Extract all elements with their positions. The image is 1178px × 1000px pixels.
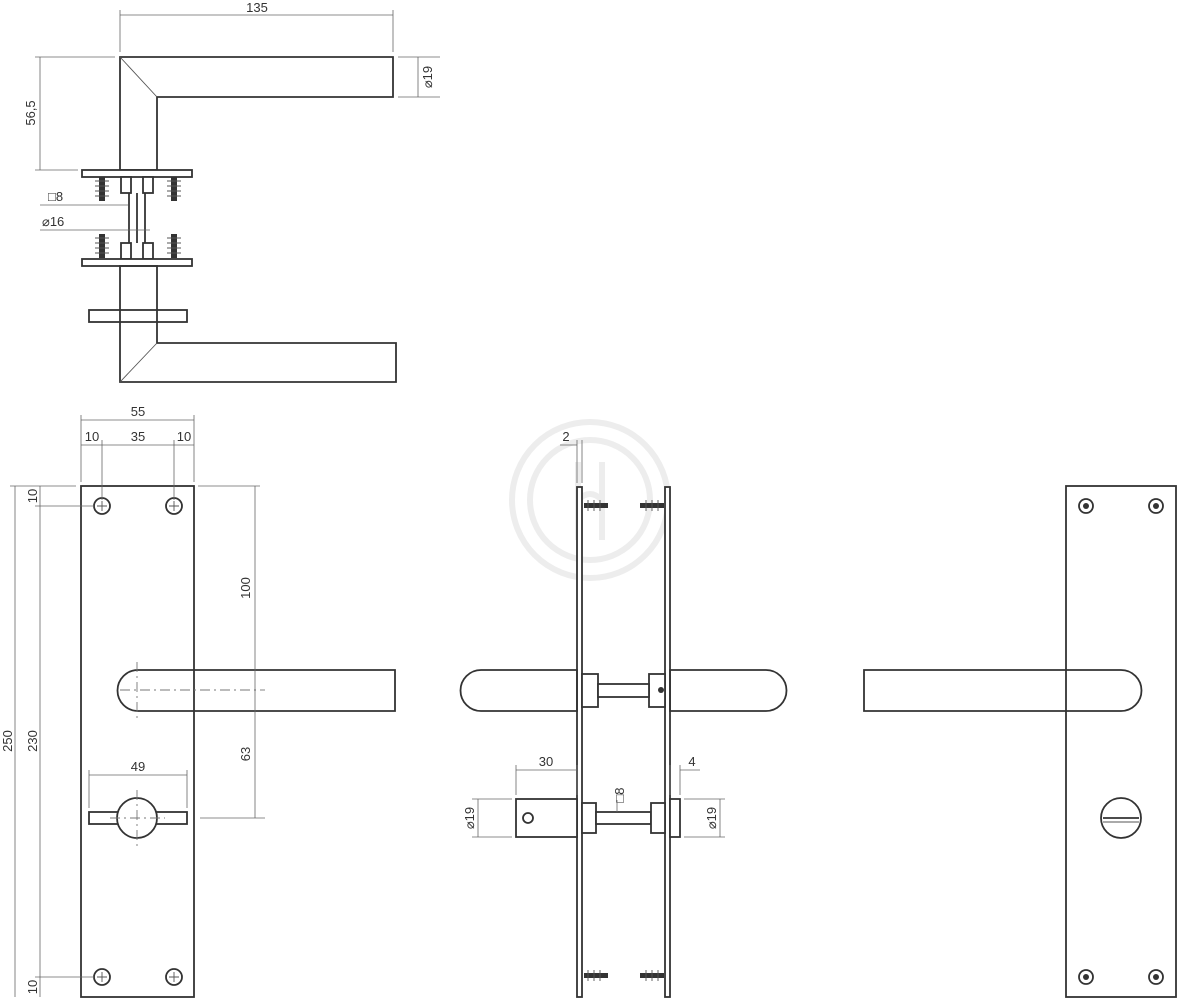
screws-upper <box>95 176 181 201</box>
front-view: 55 10 35 10 250 230 10 10 100 63 49 <box>0 404 396 998</box>
dim-top-width: 135 <box>246 0 268 15</box>
screws-lower <box>95 234 181 260</box>
dim-plate-thickness: 2 <box>562 429 569 444</box>
dim-top-height: 56,5 <box>23 100 38 125</box>
dim-hole-height: 230 <box>25 730 40 752</box>
dim-turn-width: 49 <box>131 759 145 774</box>
dim-turn-length: 30 <box>539 754 553 769</box>
back-view <box>863 485 1177 998</box>
dim-lever-height: 100 <box>238 577 253 599</box>
thumb-turn <box>88 790 188 848</box>
dim-lever-to-turn: 63 <box>238 747 253 761</box>
dim-hole-left: 10 <box>85 429 99 444</box>
side-screws <box>584 500 664 981</box>
side-view: 2 30 □8 4 ⌀19 ⌀19 <box>459 429 788 998</box>
dim-hole-right: 10 <box>177 429 191 444</box>
dim-spindle-square: □8 <box>48 189 63 204</box>
dim-hole-spacing: 35 <box>131 429 145 444</box>
dim-top-dia: ⌀19 <box>420 66 435 88</box>
dim-side-dia-left: ⌀19 <box>462 807 477 829</box>
back-screws <box>1078 498 1164 985</box>
dim-plate-bottom-offset: 10 <box>25 980 40 994</box>
dim-side-dia-right: ⌀19 <box>704 807 719 829</box>
occupancy-indicator <box>1100 797 1142 839</box>
dim-plate-height: 250 <box>0 730 15 752</box>
spindle <box>128 193 146 243</box>
dim-plate-top-offset: 10 <box>25 489 40 503</box>
dim-rose-dia: ⌀16 <box>42 214 64 229</box>
dim-side-gap: 4 <box>688 754 695 769</box>
top-view: 135 ⌀19 56,5 □8 ⌀16 <box>23 0 440 383</box>
dim-side-square: □8 <box>612 787 627 802</box>
dim-plate-width: 55 <box>131 404 145 419</box>
watermark-logo <box>509 419 671 581</box>
front-screws <box>93 497 183 986</box>
